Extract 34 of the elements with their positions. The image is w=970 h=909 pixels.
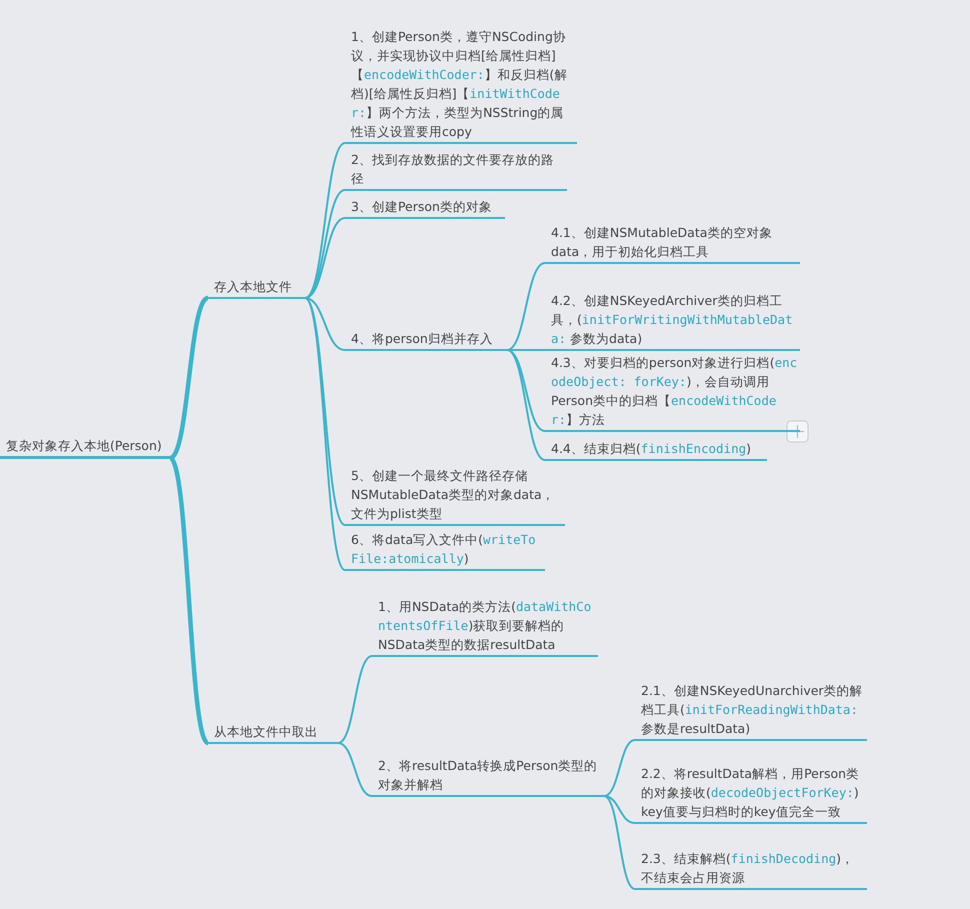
topic-text: 6、将data写入文件中(writeToFile:atomically) — [351, 531, 537, 568]
topic-text: 1、用NSData的类方法(dataWithContentsOfFile)获取到要解档的NSData类型的数据resultData — [378, 598, 592, 654]
topic-text: 2.1、创建NSKeyedUnarchiver类的解档工具(initForReadingWithData: 参数是resultData) — [641, 682, 864, 738]
branch-line — [604, 795, 636, 824]
topic-text: 存入本地文件 — [214, 278, 293, 296]
branch-line — [168, 456, 210, 744]
topic-text: 4.3、对要归档的person对象进行归档(encodeObject: forKey:)，会自动调用Person类中的归档【encodeWithCoder:】方法 — [551, 354, 798, 429]
branch-line — [304, 297, 346, 526]
branch-line — [304, 297, 346, 571]
topic-text: 4、将person归档并存入 — [351, 330, 494, 348]
branch-line — [304, 189, 346, 299]
topic-text: 4.1、创建NSMutableData类的空对象data，用于初始化归档工具 — [551, 224, 774, 261]
topic-text: 3、创建Person类的对象 — [351, 198, 493, 216]
topic-text: 2.3、结束解档(finishDecoding)，不结束会占用资源 — [641, 850, 856, 887]
topic-text: 复杂对象存入本地(Person) — [6, 437, 163, 455]
branch-line — [304, 297, 346, 351]
branch-line — [304, 142, 346, 299]
branch-line — [168, 296, 210, 460]
topic-text: 2、找到存放数据的文件要存放的路径 — [351, 151, 555, 188]
branch-line — [338, 742, 372, 797]
topic-text: 2.2、将resultData解档，用Person类的对象接收(decodeObjectForKey:) key值要与归档时的key值完全一致 — [641, 765, 860, 821]
branch-line — [338, 655, 372, 744]
topic-text: 2、将resultData转换成Person类型的对象并解档 — [378, 757, 598, 794]
branch-line — [604, 795, 636, 890]
topic-text: 从本地文件中取出 — [214, 723, 319, 741]
topic-text: 4.4、结束归档(finishEncoding) — [551, 440, 752, 458]
topic-text: 1、创建Person类，遵守NSCoding协议，并实现协议中归档[给属性归档]【encodeWithCoder:】和反归档(解档)[给属性反归档]【initWithCoder:】两个方法，类型为NSString的属性语义设置要用copy — [351, 28, 568, 141]
branch-line — [506, 262, 546, 351]
branch-line — [304, 217, 346, 299]
topic-text: 5、创建一个最终文件路径存储NSMutableData类型的对象data，文件为plist类型 — [351, 467, 556, 523]
branch-line — [604, 739, 636, 797]
branch-line — [507, 349, 545, 351]
branch-line — [506, 349, 546, 461]
topic-text: 4.2、创建NSKeyedArchiver类的归档工具，(initForWritingWithMutableData: 参数为data) — [551, 292, 794, 348]
